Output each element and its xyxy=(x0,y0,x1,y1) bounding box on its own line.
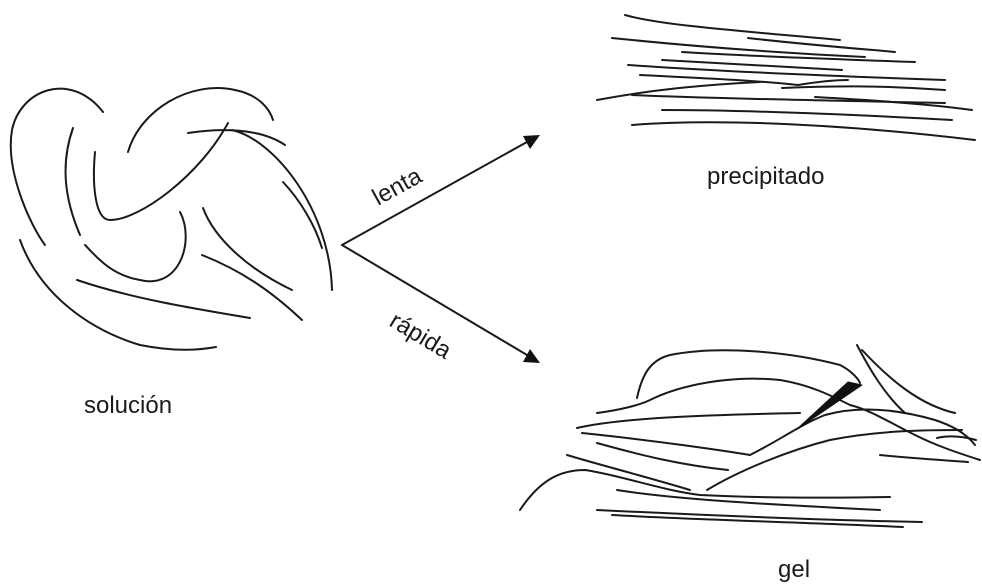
gel-strand xyxy=(857,345,905,413)
gel-strand xyxy=(880,455,968,462)
gel-network xyxy=(520,345,980,527)
label-rapida: rápida xyxy=(385,307,457,365)
label-gel: gel xyxy=(778,556,810,583)
gel-strand xyxy=(617,490,880,510)
gel-strand xyxy=(567,455,690,490)
gel-strand xyxy=(597,379,980,460)
strand xyxy=(815,97,972,110)
gel-strand xyxy=(937,437,976,440)
precipitate-strands xyxy=(597,15,975,140)
chain xyxy=(232,130,332,290)
arrows xyxy=(342,135,540,363)
strand xyxy=(782,86,945,90)
label-solucion: solución xyxy=(84,392,172,419)
chain xyxy=(66,128,80,235)
strand xyxy=(625,15,840,40)
slow-arrow-line xyxy=(342,142,527,245)
label-lenta: lenta xyxy=(368,162,427,211)
gel-strand xyxy=(577,413,800,428)
chain xyxy=(128,88,273,152)
strand xyxy=(662,110,952,120)
chain xyxy=(11,89,103,245)
label-precipitado: precipitado xyxy=(707,163,824,190)
gel-strand xyxy=(582,410,975,455)
chain xyxy=(94,123,228,220)
chain xyxy=(20,240,216,350)
chain xyxy=(85,212,186,281)
chain xyxy=(188,130,285,145)
strand xyxy=(632,122,975,140)
solution-chains xyxy=(11,88,332,350)
strand xyxy=(748,38,895,52)
gel-strand xyxy=(597,443,728,470)
gel-strand xyxy=(862,350,955,413)
chain xyxy=(77,280,250,318)
gel-strand xyxy=(520,470,890,510)
fast-arrowhead xyxy=(523,349,540,363)
